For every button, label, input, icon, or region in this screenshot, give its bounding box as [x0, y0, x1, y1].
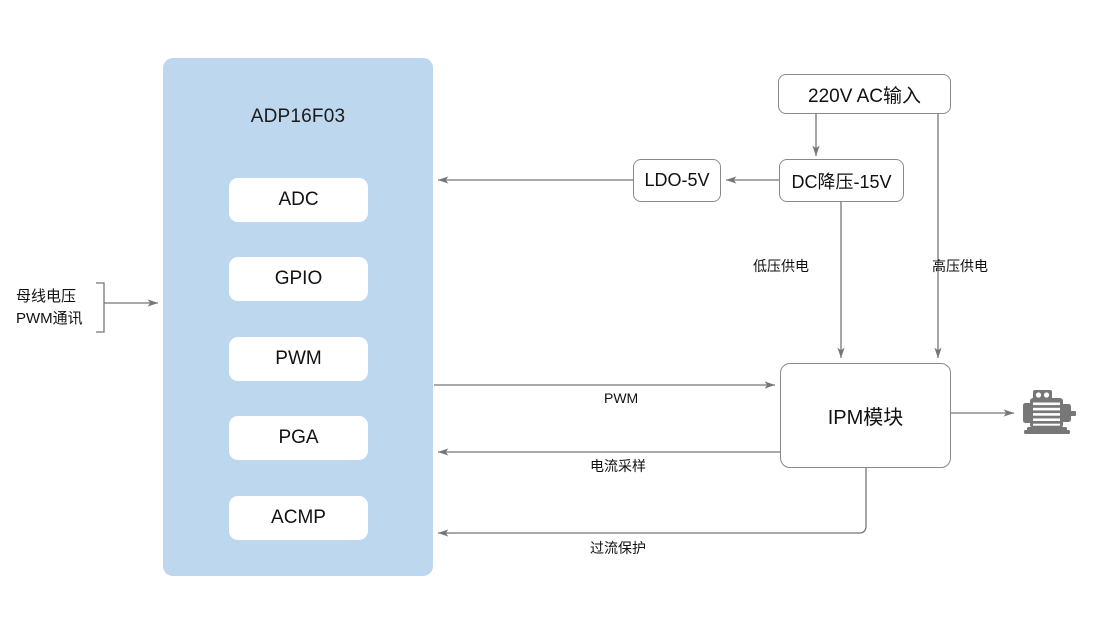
ipm-module-box[interactable]: IPM模块 — [780, 363, 951, 468]
mcu-block-pga[interactable]: PGA — [229, 416, 368, 460]
dc-buck-box[interactable]: DC降压-15V — [779, 159, 904, 202]
mcu-block-pwm[interactable]: PWM — [229, 337, 368, 381]
ldo-box[interactable]: LDO-5V — [633, 159, 721, 202]
label-bus-voltage: 母线电压 — [16, 288, 77, 305]
mcu-title: ADP16F03 — [250, 106, 346, 127]
motor-icon — [1023, 390, 1076, 434]
label-pwm-edge: PWM — [604, 390, 639, 406]
mcu-panel[interactable] — [163, 58, 433, 576]
label-current-sampling: 电流采样 — [590, 458, 646, 474]
wire-overcurrent-protection — [438, 468, 867, 537]
mcu-block-gpio[interactable]: GPIO — [229, 257, 368, 301]
input-signal-labels: 母线电压 PWM通讯 — [16, 286, 83, 330]
mcu-block-adc[interactable]: ADC — [229, 178, 368, 222]
label-low-voltage-supply: 低压供电 — [753, 258, 809, 274]
wire-input-bracket — [96, 282, 105, 333]
label-pwm-comm: PWM通讯 — [16, 310, 83, 327]
label-overcurrent-protection: 过流保护 — [590, 540, 646, 556]
mcu-block-acmp[interactable]: ACMP — [229, 496, 368, 540]
label-high-voltage-supply: 高压供电 — [932, 258, 988, 274]
ac-input-box[interactable]: 220V AC输入 — [778, 74, 951, 114]
